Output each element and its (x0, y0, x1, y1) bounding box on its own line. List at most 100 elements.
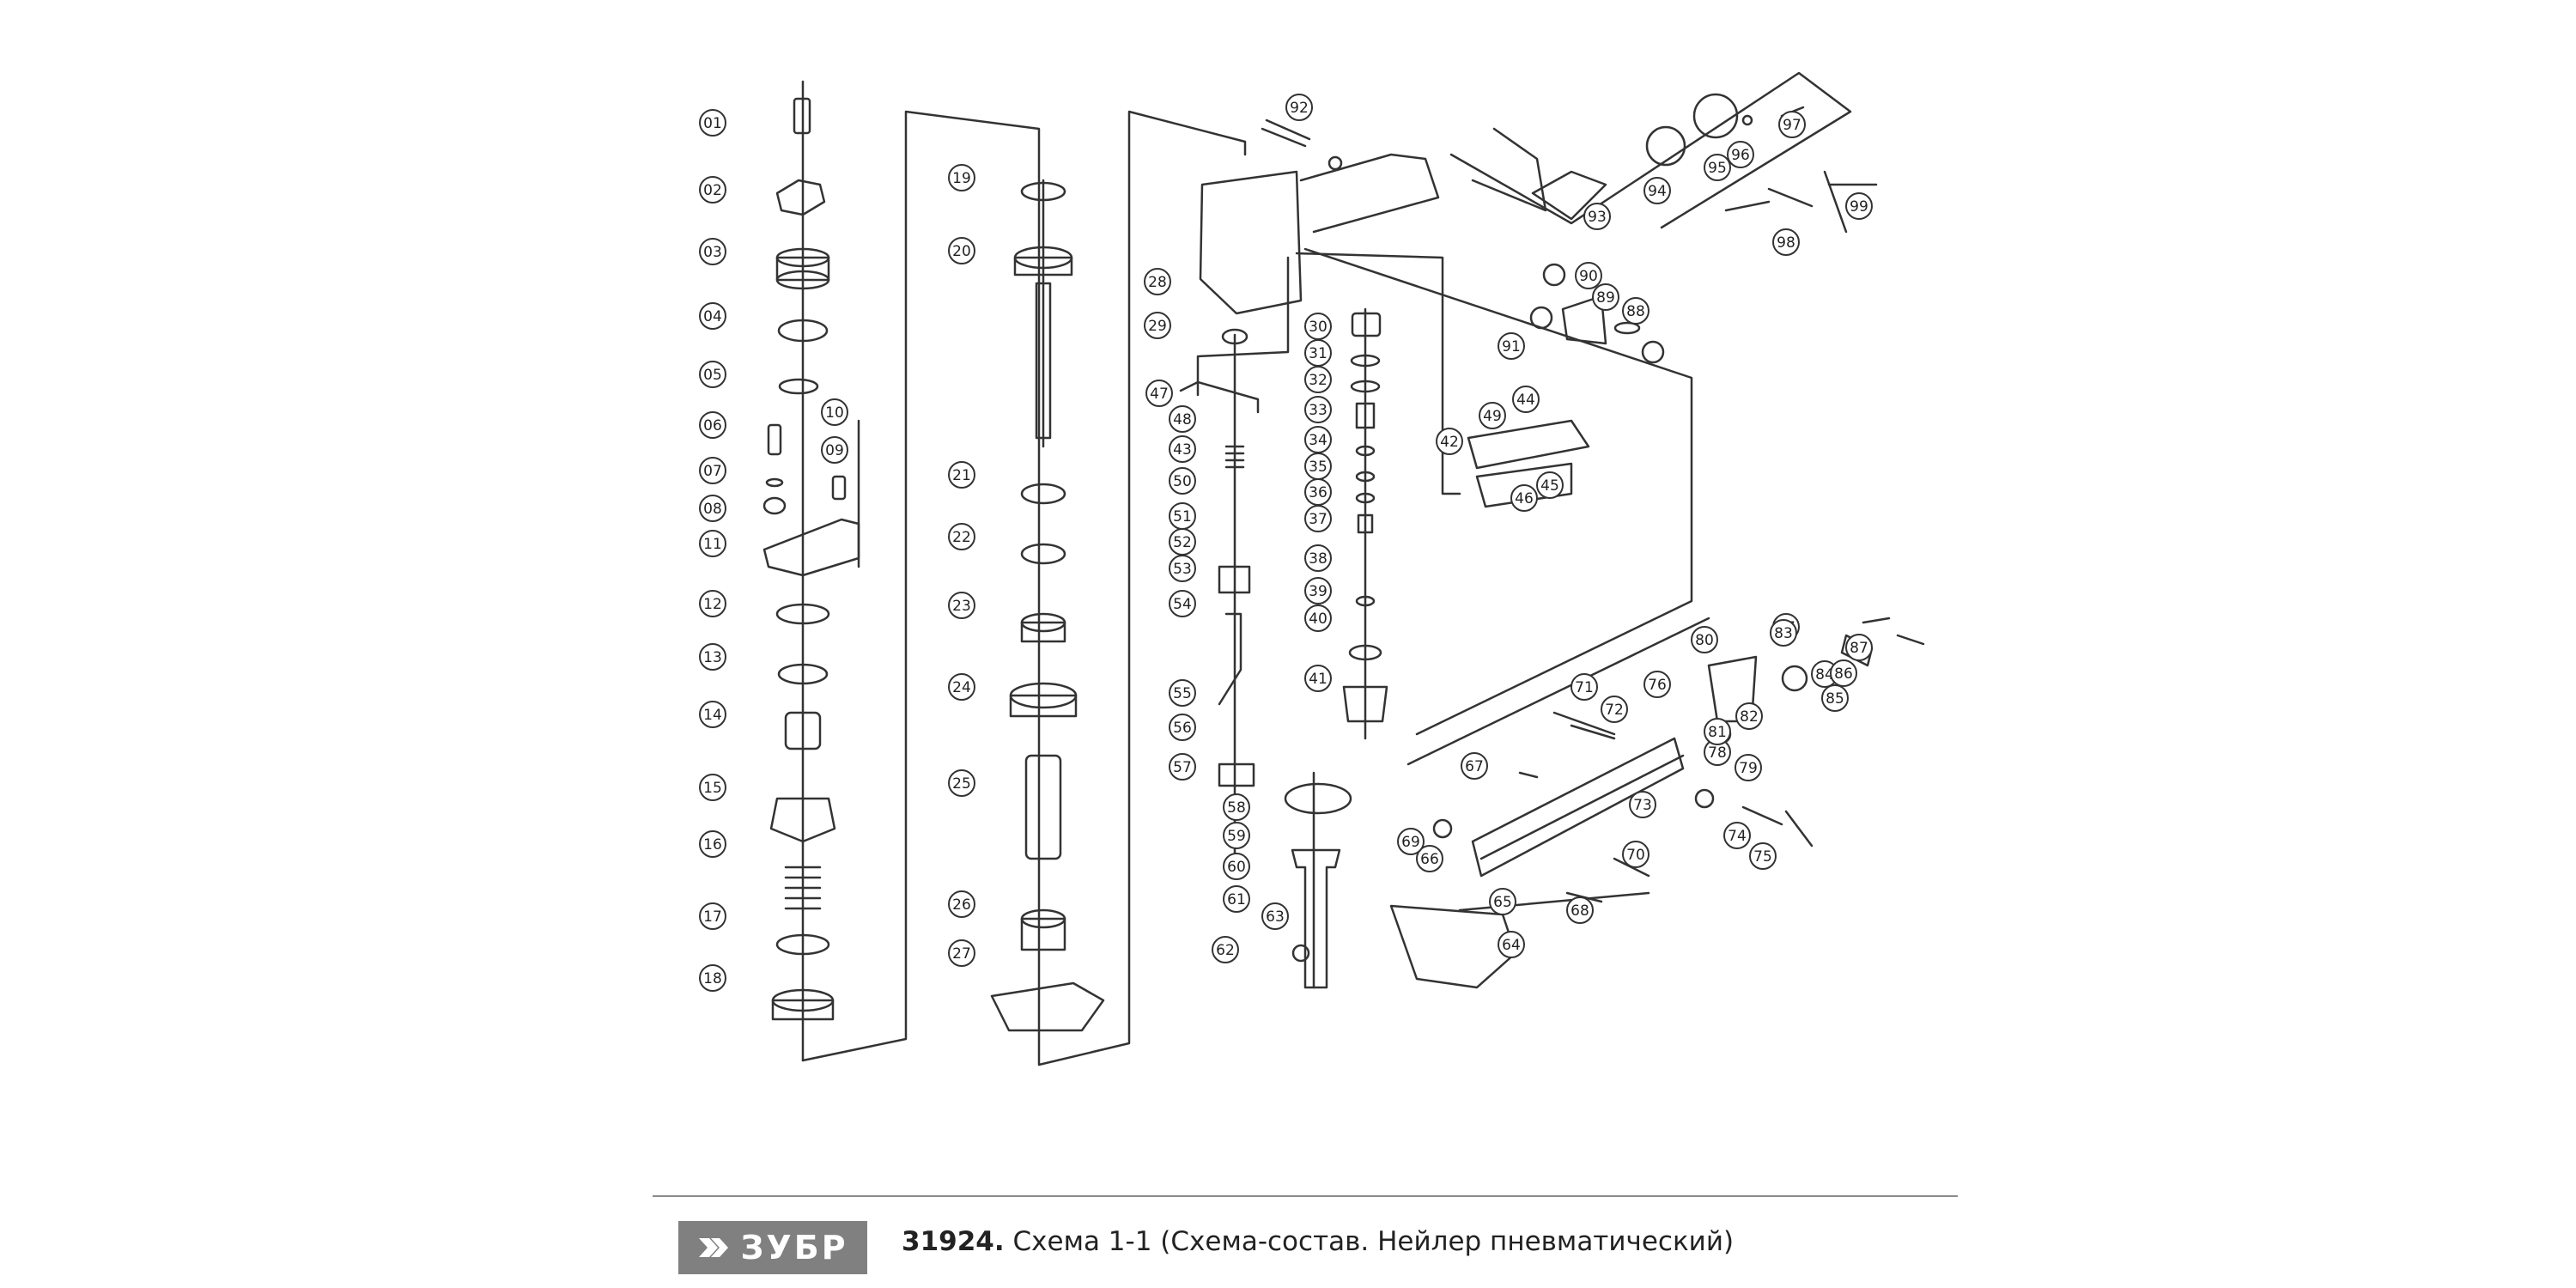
callout-label: 79 (1739, 760, 1758, 777)
callout-92: 92 (1285, 94, 1313, 121)
callout-07: 07 (699, 457, 726, 484)
callout-label: 72 (1605, 702, 1624, 719)
callout-label: 18 (703, 970, 722, 987)
callout-label: 35 (1309, 459, 1327, 476)
callout-label: 49 (1483, 408, 1502, 425)
callout-17: 17 (699, 902, 726, 930)
callout-11: 11 (699, 530, 726, 557)
callout-label: 95 (1708, 160, 1727, 177)
callout-label: 11 (703, 536, 722, 553)
callout-83: 83 (1770, 619, 1797, 647)
callout-label: 03 (703, 244, 722, 261)
callout-09: 09 (821, 436, 848, 464)
callout-69: 69 (1397, 828, 1425, 855)
callout-04: 04 (699, 302, 726, 330)
callout-label: 39 (1309, 583, 1327, 600)
callout-95: 95 (1704, 154, 1731, 181)
callout-label: 07 (703, 463, 722, 480)
callout-label: 34 (1309, 432, 1327, 449)
callout-label: 16 (703, 836, 722, 854)
callout-48: 48 (1169, 405, 1196, 433)
callout-82: 82 (1735, 702, 1763, 730)
callout-label: 92 (1290, 100, 1309, 117)
callout-60: 60 (1223, 853, 1250, 880)
callout-label: 01 (703, 115, 722, 132)
callout-label: 51 (1173, 508, 1192, 526)
callout-label: 88 (1626, 303, 1645, 320)
callout-71: 71 (1571, 673, 1598, 701)
callout-68: 68 (1566, 896, 1594, 924)
callout-27: 27 (948, 939, 975, 967)
callout-label: 30 (1309, 319, 1327, 336)
callout-98: 98 (1772, 228, 1800, 256)
callout-73: 73 (1629, 791, 1656, 818)
callout-67: 67 (1461, 752, 1488, 780)
callout-label: 58 (1227, 799, 1246, 817)
callout-label: 05 (703, 367, 722, 384)
callout-90: 90 (1575, 262, 1602, 289)
callout-label: 99 (1850, 198, 1868, 216)
callout-label: 63 (1266, 908, 1285, 926)
callout-label: 33 (1309, 402, 1327, 419)
product-code: 31924. (902, 1226, 1005, 1257)
callout-29: 29 (1144, 312, 1171, 339)
callout-label: 53 (1173, 561, 1192, 578)
callout-65: 65 (1489, 888, 1516, 915)
callout-label: 20 (952, 243, 971, 260)
callout-34: 34 (1304, 426, 1332, 453)
callout-23: 23 (948, 592, 975, 619)
callout-93: 93 (1583, 203, 1611, 230)
callout-label: 73 (1633, 797, 1652, 814)
callout-label: 71 (1575, 679, 1594, 696)
callout-15: 15 (699, 774, 726, 801)
callout-label: 76 (1648, 677, 1667, 694)
brand-name: ЗУБР (740, 1229, 848, 1267)
callout-label: 55 (1173, 685, 1192, 702)
callout-label: 36 (1309, 484, 1327, 501)
callout-label: 47 (1150, 386, 1169, 403)
callout-96: 96 (1727, 141, 1754, 168)
callout-label: 69 (1401, 834, 1420, 851)
callout-12: 12 (699, 590, 726, 617)
callout-38: 38 (1304, 544, 1332, 572)
upper-right-parts (1261, 93, 1878, 364)
callout-label: 67 (1465, 758, 1484, 775)
callout-label: 46 (1515, 490, 1534, 507)
callout-18: 18 (699, 964, 726, 992)
column-2-parts (990, 181, 1105, 1032)
column-4-parts (1342, 312, 1388, 723)
callout-label: 15 (703, 780, 722, 797)
callout-label: 93 (1588, 209, 1607, 226)
callout-label: 28 (1148, 274, 1167, 291)
callout-label: 21 (952, 467, 971, 484)
callout-16: 16 (699, 830, 726, 858)
callout-label: 06 (703, 417, 722, 434)
brand-logo: ЗУБР (678, 1221, 867, 1274)
callout-label: 82 (1740, 708, 1759, 726)
callout-label: 27 (952, 945, 971, 963)
footer-divider (653, 1195, 1958, 1197)
callout-52: 52 (1169, 528, 1196, 556)
callout-42: 42 (1436, 428, 1463, 455)
callout-label: 89 (1596, 289, 1615, 307)
callout-31: 31 (1304, 339, 1332, 367)
callout-75: 75 (1749, 842, 1777, 870)
callout-label: 68 (1571, 902, 1589, 920)
callout-25: 25 (948, 769, 975, 797)
callout-label: 96 (1731, 147, 1750, 164)
callout-80: 80 (1691, 626, 1718, 653)
callout-label: 64 (1502, 937, 1521, 954)
callout-76: 76 (1643, 671, 1671, 698)
callout-06: 06 (699, 411, 726, 439)
callout-label: 08 (703, 501, 722, 518)
callout-58: 58 (1223, 793, 1250, 821)
callout-57: 57 (1169, 753, 1196, 781)
callout-label: 13 (703, 649, 722, 666)
callout-label: 52 (1173, 534, 1192, 551)
callout-label: 61 (1227, 891, 1246, 908)
callout-19: 19 (948, 164, 975, 191)
callout-label: 54 (1173, 596, 1192, 613)
callout-30: 30 (1304, 313, 1332, 340)
callout-label: 24 (952, 679, 971, 696)
callout-97: 97 (1778, 111, 1806, 138)
